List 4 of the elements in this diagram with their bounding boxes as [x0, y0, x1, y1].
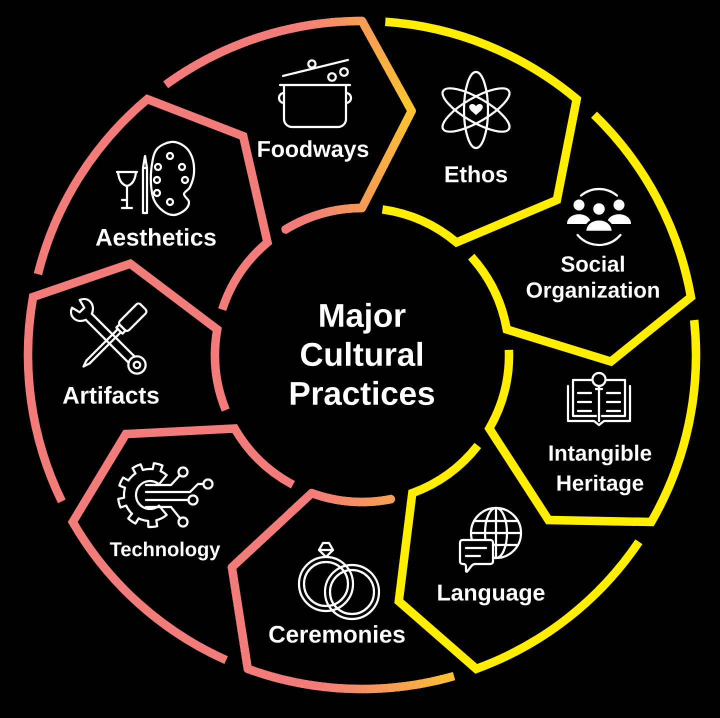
ring-segment: Ethos — [382, 18, 581, 247]
center-label: Major Cultural Practices — [290, 302, 434, 406]
ring-segment: Artifacts — [24, 259, 230, 504]
ring-segment: Intangible Heritage — [485, 320, 700, 526]
